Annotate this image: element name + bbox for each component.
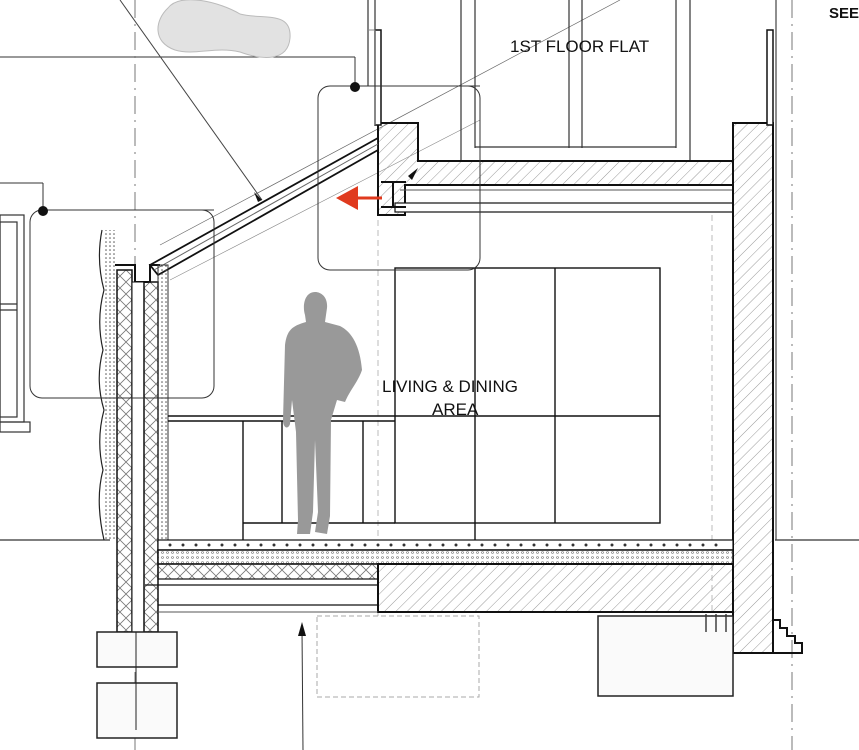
external-wall xyxy=(98,229,169,633)
first-floor-slab xyxy=(377,122,734,216)
detail-callouts xyxy=(29,85,481,399)
wall-cabinets xyxy=(394,267,661,540)
callout-dot-icon xyxy=(38,206,48,216)
person-silhouette-icon xyxy=(283,292,362,534)
foundations xyxy=(96,615,734,739)
first-floor-label: 1ST FLOOR FLAT xyxy=(510,37,650,56)
existing-window xyxy=(0,214,31,433)
steel-beam xyxy=(381,181,406,208)
kitchen-units xyxy=(168,415,395,540)
fixing-marks xyxy=(705,614,727,632)
upper-parapet xyxy=(374,29,382,126)
construction-lines xyxy=(0,0,859,541)
callout-dot-icon xyxy=(350,82,360,92)
pitched-roof xyxy=(148,136,379,277)
ceiling-board xyxy=(394,202,734,213)
see-note-label: SEE xyxy=(829,5,859,22)
void-outline xyxy=(316,615,480,698)
tree-canopy-icon xyxy=(157,0,291,58)
party-wall xyxy=(732,122,774,654)
living-area-label-line2: AREA xyxy=(432,400,479,419)
ground-floor-buildup xyxy=(145,539,734,613)
first-floor-windows xyxy=(367,0,691,160)
leader-arrow-icon xyxy=(408,168,418,180)
red-section-marker-icon xyxy=(336,186,382,210)
section-arrow-up-icon xyxy=(298,622,306,750)
living-area-label-line1: LIVING & DINING xyxy=(382,377,519,396)
leader-arrow-icon xyxy=(254,192,262,202)
